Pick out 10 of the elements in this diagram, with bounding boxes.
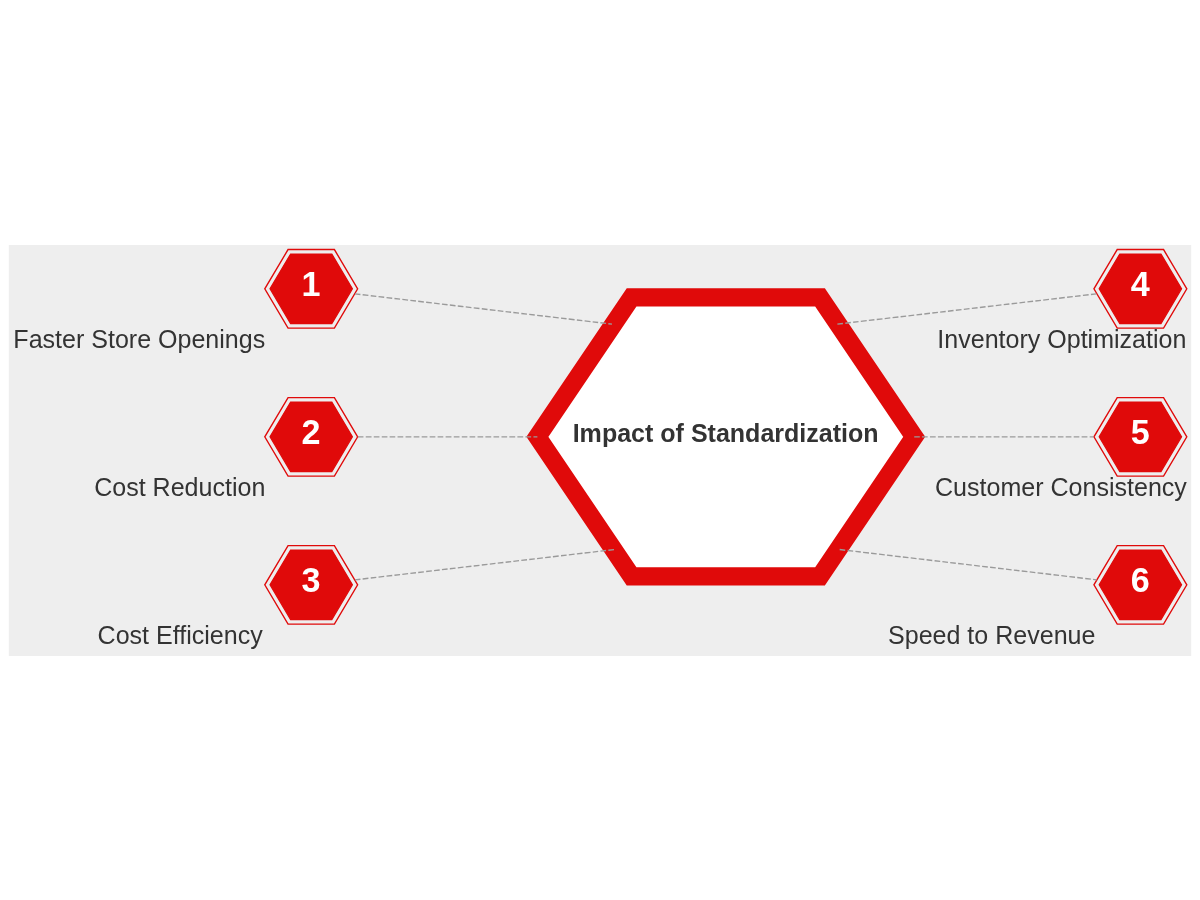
connector [838, 548, 1098, 580]
node-label: Speed to Revenue [888, 620, 1096, 649]
connector [354, 292, 613, 325]
node-label: Cost Reduction [94, 472, 266, 501]
connector [836, 292, 1098, 325]
connector [913, 435, 1095, 438]
connector [357, 435, 539, 438]
node-label: Faster Store Openings [13, 324, 266, 353]
connector [354, 548, 615, 581]
node-label: Cost Efficiency [97, 620, 263, 649]
